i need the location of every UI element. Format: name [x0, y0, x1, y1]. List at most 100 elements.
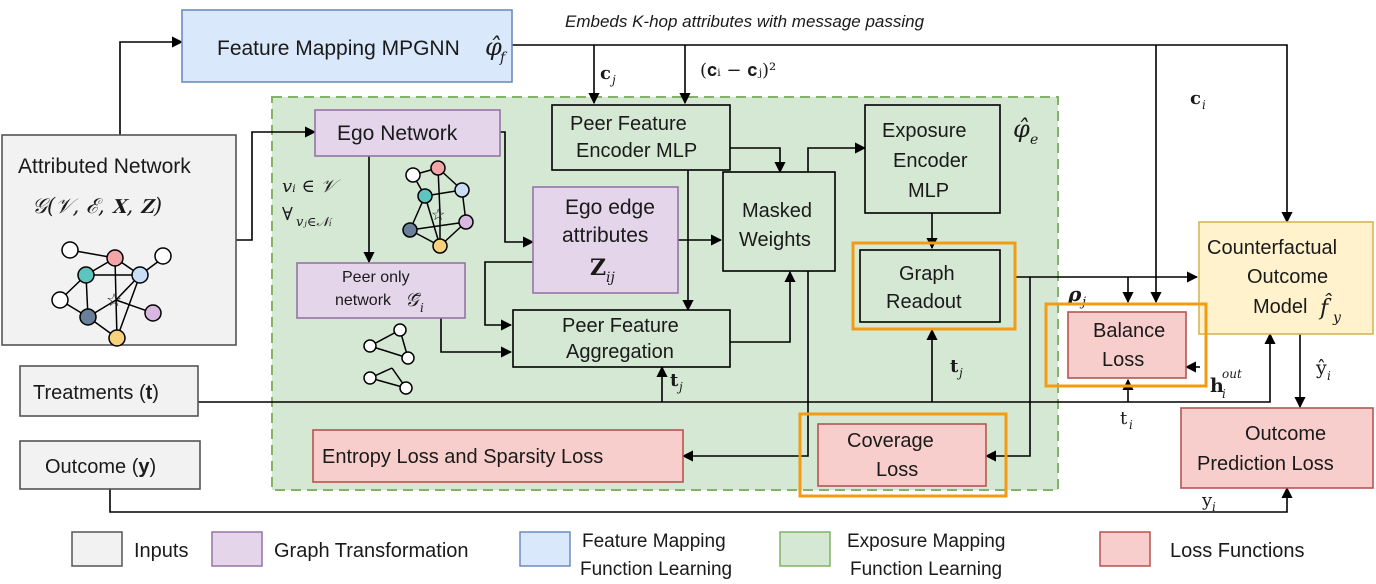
- treatments-label: Treatments (t): [33, 382, 159, 404]
- attributed-network-formula: 𝒢(𝒱, ℰ, 𝐗, 𝐙): [32, 194, 162, 218]
- peer-graph-icon: [363, 323, 415, 395]
- peer-encoder-line2: Encoder MLP: [576, 140, 697, 162]
- phi-e-symbol: φ̂: [1013, 115, 1030, 143]
- ego-edge-z-sub: ij: [606, 270, 615, 286]
- graph-readout-line1: Graph: [899, 263, 955, 285]
- counterfactual-line2: Outcome: [1247, 266, 1328, 288]
- legend-label-loss-functions: Loss Functions: [1170, 540, 1305, 562]
- exposure-encoder-line1: Exposure: [882, 120, 967, 142]
- peer-aggregation-line2: Aggregation: [566, 341, 674, 363]
- peer-only-symbol: 𝒢̄: [405, 289, 422, 311]
- top-caption: Embeds K-hop attributes with message pas…: [565, 12, 925, 31]
- feature-mapping-label: Feature Mapping MPGNN: [217, 37, 460, 60]
- attributed-network-title: Attributed Network: [18, 155, 191, 178]
- ci-label: 𝐜: [1190, 88, 1201, 109]
- ego-edge-z: 𝐙: [590, 255, 606, 281]
- yi-label: y: [1201, 490, 1213, 511]
- attributed-network-box: [1, 134, 237, 346]
- legend-label-graph-transformation: Graph Transformation: [274, 540, 469, 562]
- peer-aggregation-line1: Peer Feature: [562, 315, 679, 337]
- feature-mapping-box: [181, 9, 513, 83]
- y-hat-sub: i: [1327, 369, 1331, 383]
- exposure-encoder-line3: MLP: [908, 180, 949, 202]
- legend-label-feature-mapping-2: Function Learning: [580, 559, 732, 579]
- h-out-label: 𝐡: [1210, 375, 1224, 397]
- ego-network-label: Ego Network: [337, 122, 458, 145]
- balance-loss-line2: Loss: [1102, 349, 1144, 371]
- peer-only-line2: network: [335, 292, 392, 309]
- phi-e-subscript: e: [1030, 132, 1038, 148]
- exposure-encoder-box: [864, 104, 1001, 214]
- peer-only-network-box: [296, 262, 466, 319]
- ego-graph-icon: ☆: [402, 160, 474, 254]
- edges: [109, 36, 1306, 513]
- peer-only-line1: Peer only: [342, 269, 410, 286]
- outcome-label: Outcome (y): [45, 456, 156, 478]
- graph-readout-highlight: [851, 241, 1017, 331]
- coverage-loss-highlight: [798, 412, 1008, 498]
- counterfactual-model-box: [1198, 221, 1374, 335]
- ego-condition-1: vᵢ ∈ 𝒱: [282, 176, 342, 197]
- graph-readout-line2: Readout: [886, 291, 962, 313]
- graph-readout-box: [859, 249, 1001, 323]
- tj-sub-aggregation: j: [676, 380, 683, 394]
- h-out-sub: i: [1222, 387, 1226, 401]
- coverage-loss-box: [817, 423, 987, 487]
- peer-feature-encoder-box: [551, 104, 731, 171]
- tj-label-aggregation: 𝐭: [670, 370, 679, 391]
- legend-swatch-feature-mapping: [519, 531, 571, 567]
- ci-minus-cj-label: (𝐜ᵢ − 𝐜ⱼ)²: [700, 60, 776, 81]
- legend-swatch-graph-transformation: [211, 531, 263, 567]
- balance-loss-line1: Balance: [1093, 320, 1165, 342]
- masked-weights-line1: Masked: [742, 200, 812, 222]
- legend-label-inputs: Inputs: [134, 540, 188, 562]
- cj-sub: j: [609, 73, 616, 87]
- outcome-box: [19, 440, 201, 490]
- ego-edge-attributes-box: [532, 186, 679, 294]
- ego-condition-2-sub: vⱼ∈𝒩ᵢ: [296, 215, 333, 230]
- tj-label-readout: 𝐭: [950, 356, 959, 377]
- entropy-loss-box: [312, 429, 684, 483]
- ti-sub: i: [1129, 418, 1133, 432]
- balance-loss-box: [1067, 311, 1187, 379]
- phi-f-symbol: φ̂: [485, 33, 502, 61]
- h-out-sup: out: [1222, 367, 1242, 381]
- ego-network-box: [314, 109, 501, 157]
- outcome-prediction-line1: Outcome: [1245, 423, 1326, 445]
- svg-text:☆: ☆: [431, 207, 445, 224]
- masked-weights-box: [722, 171, 836, 272]
- ti-label: t: [1120, 408, 1128, 429]
- counterfactual-line3: Model: [1253, 296, 1307, 318]
- tj-sub-readout: j: [956, 366, 963, 380]
- coverage-loss-line1: Coverage: [847, 430, 934, 452]
- legend-swatch-inputs: [71, 531, 123, 567]
- legend-label-exposure-mapping-2: Function Learning: [850, 559, 1002, 579]
- outcome-prediction-line2: Prediction Loss: [1197, 453, 1334, 475]
- legend-swatch-loss-functions: [1099, 531, 1151, 567]
- peer-feature-aggregation-box: [512, 309, 731, 368]
- entropy-loss-label: Entropy Loss and Sparsity Loss: [322, 446, 603, 468]
- rho-label: ρ: [1067, 282, 1082, 306]
- graph-icon: ☆: [51, 241, 172, 347]
- legend-label-exposure-mapping-1: Exposure Mapping: [847, 531, 1005, 552]
- ego-condition-2: ∀: [282, 204, 293, 225]
- ego-edge-line1: Ego edge: [565, 196, 655, 219]
- legend-label-feature-mapping-1: Feature Mapping: [582, 531, 726, 552]
- outcome-prediction-loss-box: [1180, 407, 1374, 489]
- exposure-encoder-line2: Encoder: [893, 150, 968, 172]
- legend-swatch-exposure-mapping: [779, 531, 831, 567]
- coverage-loss-line2: Loss: [876, 459, 918, 481]
- svg-text:☆: ☆: [106, 290, 122, 310]
- ci-sub: i: [1202, 98, 1206, 112]
- yi-sub: i: [1212, 500, 1216, 514]
- balance-loss-highlight: [1044, 302, 1208, 388]
- masked-weights-line2: Weights: [739, 229, 811, 251]
- counterfactual-line1: Counterfactual: [1207, 237, 1337, 259]
- y-hat-label: ŷ: [1315, 357, 1327, 379]
- phi-f-subscript: f: [499, 50, 508, 66]
- ego-edge-line2: attributes: [562, 224, 648, 247]
- peer-encoder-line1: Peer Feature: [570, 113, 687, 135]
- peer-only-symbol-sub: i: [420, 301, 424, 315]
- cj-label: 𝐜: [600, 63, 611, 84]
